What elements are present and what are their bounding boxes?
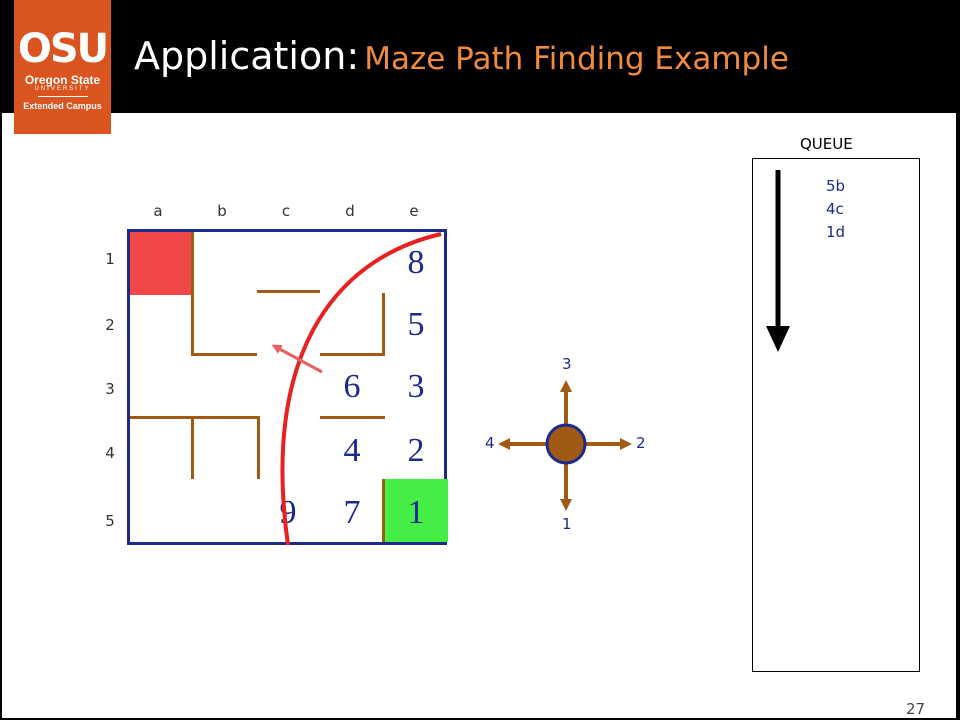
cell-value-d4: 4 bbox=[343, 432, 361, 469]
logo-divider bbox=[38, 96, 88, 97]
path-curve bbox=[280, 232, 442, 546]
title-main: Application: bbox=[134, 34, 360, 78]
direction-label-right: 2 bbox=[636, 434, 646, 452]
logo-extended-campus-text: Extended Campus bbox=[23, 101, 102, 111]
row-label-5: 5 bbox=[105, 512, 115, 530]
row-label-2: 2 bbox=[105, 316, 115, 334]
col-label-a: a bbox=[153, 202, 163, 220]
queue-title: QUEUE bbox=[800, 135, 853, 153]
maze-wall bbox=[257, 416, 260, 479]
col-label-c: c bbox=[281, 202, 291, 220]
cell-value-d3: 6 bbox=[343, 368, 361, 405]
maze-wall bbox=[320, 416, 385, 419]
cell-value-e3: 3 bbox=[407, 368, 425, 405]
maze-wall bbox=[382, 293, 385, 356]
maze-wall bbox=[191, 416, 194, 479]
osu-logo: OSU Oregon State UNIVERSITY Extended Cam… bbox=[14, 0, 111, 134]
cell-value-e2: 5 bbox=[407, 306, 425, 343]
compass-node bbox=[545, 423, 587, 465]
cell-value-e5: 1 bbox=[407, 494, 425, 531]
logo-oregon-state-text: Oregon State bbox=[24, 73, 101, 87]
col-label-e: e bbox=[409, 202, 419, 220]
direction-label-left: 4 bbox=[485, 434, 495, 452]
slide-number: 27 bbox=[906, 700, 926, 718]
queue-arrow-head bbox=[766, 326, 790, 352]
row-label-1: 1 bbox=[105, 250, 115, 268]
maze-wall bbox=[320, 353, 385, 356]
goal-cell bbox=[385, 479, 448, 542]
cell-value-e1: 8 bbox=[407, 244, 425, 281]
cell-value-d5: 7 bbox=[343, 494, 361, 531]
col-label-b: b bbox=[217, 202, 227, 220]
logo-osu-text: OSU bbox=[17, 26, 109, 72]
direction-arrow bbox=[271, 344, 323, 374]
queue-item: 5b bbox=[826, 177, 846, 195]
queue-box bbox=[752, 158, 920, 672]
col-label-d: d bbox=[345, 202, 355, 220]
maze-wall bbox=[382, 479, 385, 542]
cell-value-e4: 2 bbox=[407, 432, 425, 469]
start-cell bbox=[130, 232, 193, 295]
queue-item: 1d bbox=[826, 223, 846, 241]
slide-title: Application: Maze Path Finding Example bbox=[134, 34, 789, 78]
title-sub: Maze Path Finding Example bbox=[364, 41, 789, 77]
direction-label-down: 1 bbox=[562, 515, 572, 533]
row-label-4: 4 bbox=[105, 444, 115, 462]
maze-grid: 8 5 6 3 4 2 9 7 1 bbox=[127, 229, 448, 545]
slide-header bbox=[0, 0, 960, 113]
logo-university-text: UNIVERSITY bbox=[34, 86, 91, 92]
maze-wall bbox=[191, 353, 257, 356]
row-label-3: 3 bbox=[105, 380, 115, 398]
direction-label-up: 3 bbox=[562, 355, 572, 373]
maze-wall bbox=[257, 290, 320, 293]
maze-wall bbox=[191, 232, 194, 356]
queue-item: 4c bbox=[826, 200, 844, 218]
